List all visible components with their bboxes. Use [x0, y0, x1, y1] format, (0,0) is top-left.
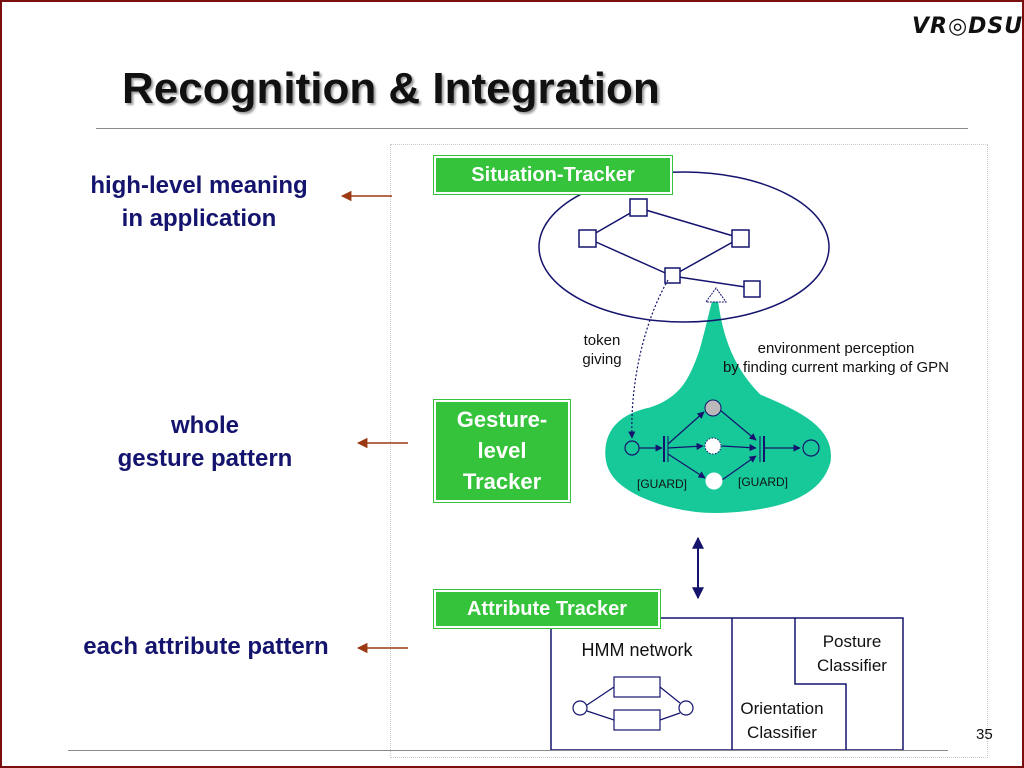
label-high-level-meaning: high-level meaning in application [90, 172, 308, 232]
environment-perception-label: environment perception by finding curren… [723, 340, 949, 376]
slide-title: Recognition & Integration [122, 64, 660, 113]
orientation-classifier-label: Orientation Classifier [740, 699, 824, 742]
hmm-network-label: HMM network [581, 640, 693, 660]
label-whole-gesture-pattern: whole gesture pattern [117, 412, 293, 472]
gesture-petri-net [624, 409, 820, 481]
network-node [731, 229, 750, 248]
gpn-place-top [704, 399, 722, 417]
diagram-region [390, 144, 988, 758]
guard-left-label: [GUARD] [637, 477, 688, 491]
gpn-place-bottom [705, 472, 723, 490]
vr-dsu-logo: VR◎DSU [912, 14, 1024, 39]
gesture-level-tracker-box: Gesture- level Tracker [433, 399, 571, 503]
hmm-network-graphic [572, 676, 694, 731]
perception-arrowhead [705, 287, 727, 303]
network-node [664, 267, 681, 284]
network-node [743, 280, 761, 298]
label-each-attribute-pattern: each attribute pattern [83, 633, 329, 660]
attribute-tracker-box: Attribute Tracker [433, 589, 661, 629]
situation-network-ellipse [538, 171, 830, 323]
posture-orientation-divider [794, 618, 847, 750]
title-divider [96, 128, 968, 129]
gpn-place-middle [704, 437, 722, 455]
network-node [578, 229, 597, 248]
token-giving-arrow [628, 279, 669, 439]
token-giving-label: token giving [582, 332, 622, 368]
footer-divider [68, 750, 948, 751]
situation-tracker-box: Situation-Tracker [433, 155, 673, 195]
network-node [629, 198, 648, 217]
page-number: 35 [976, 726, 993, 743]
posture-classifier-label: Posture Classifier [817, 632, 887, 675]
guard-right-label: [GUARD] [738, 475, 789, 489]
